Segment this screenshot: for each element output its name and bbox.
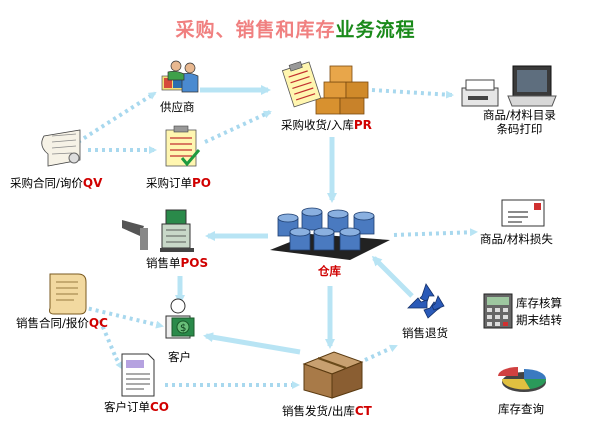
purchase-receipt-label: 采购收货/入库PR — [281, 118, 372, 132]
warehouse-label: 仓库 — [318, 264, 341, 278]
sales-contract-node[interactable] — [44, 270, 90, 320]
recycle-arrows-icon — [407, 283, 445, 319]
sales-return-label: 销售退货 — [402, 326, 448, 340]
catalog-line1: 商品/材料目录 — [483, 108, 556, 122]
purchase-receipt-text: 采购收货/入库 — [281, 118, 354, 132]
purchase-contract-text: 采购合同/询价 — [10, 176, 83, 190]
purchase-receipt-node[interactable] — [280, 60, 372, 120]
supplier-node[interactable] — [160, 58, 204, 102]
warehouse-node[interactable] — [266, 206, 394, 272]
inventory-check-line2: 期末结转 — [516, 313, 562, 327]
people-icon — [161, 60, 199, 93]
sales-contract-label: 销售合同/报价QC — [16, 316, 108, 330]
pos-node[interactable] — [120, 208, 202, 258]
title-part2: 业务流程 — [335, 19, 416, 41]
shipment-label: 销售发货/出库CT — [282, 404, 372, 418]
pie-chart-icon — [498, 367, 547, 392]
catalog-node[interactable] — [458, 62, 558, 116]
clipboard-check-icon — [165, 125, 201, 167]
inventory-check-line1: 库存核算 — [516, 296, 562, 310]
catalog-label: 商品/材料目录 条码打印 — [483, 108, 556, 136]
inventory-query-label: 库存查询 — [498, 402, 544, 416]
shipping-box-icon — [302, 351, 364, 399]
shipment-text: 销售发货/出库 — [282, 404, 355, 418]
calculator-icon — [483, 293, 513, 329]
sales-contract-code: QC — [88, 316, 108, 330]
catalog-line2: 条码打印 — [496, 122, 543, 136]
customer-node[interactable]: $ — [164, 298, 200, 348]
pos-text: 销售单 — [146, 256, 181, 270]
contract-scroll-icon — [41, 129, 81, 167]
customer-order-label: 客户订单CO — [104, 400, 169, 414]
supplier-label: 供应商 — [160, 100, 195, 114]
sales-contract-text: 销售合同/报价 — [16, 316, 89, 330]
purchase-order-text: 采购订单 — [146, 176, 192, 190]
purchase-contract-code: QV — [82, 176, 103, 190]
customer-order-node[interactable] — [118, 352, 158, 402]
diagram-title: 采购、销售和库存业务流程 — [0, 15, 591, 42]
inventory-check-node[interactable] — [482, 292, 516, 336]
purchase-contract-label: 采购合同/询价QV — [10, 176, 102, 190]
loss-node[interactable] — [500, 198, 546, 232]
order-document-icon — [121, 353, 155, 397]
computer-printer-icon — [461, 65, 557, 107]
arrow-shipment-to-customer — [203, 332, 301, 355]
pos-code: POS — [180, 256, 209, 270]
purchase-order-node[interactable] — [160, 124, 204, 174]
pos-label: 销售单POS — [146, 256, 208, 270]
shipment-code: CT — [354, 404, 372, 418]
inventory-query-node[interactable] — [494, 362, 550, 400]
sales-return-node[interactable] — [404, 282, 448, 326]
purchase-receipt-code: PR — [353, 118, 372, 132]
loss-label: 商品/材料损失 — [480, 232, 553, 246]
arrow-return-to-warehouse — [371, 255, 414, 298]
customer-money-icon: $ — [165, 298, 195, 339]
customer-label: 客户 — [168, 350, 191, 364]
title-part1: 采购、销售和库存 — [175, 19, 336, 41]
pos-terminal-icon — [122, 209, 194, 252]
purchase-order-code: PO — [192, 176, 211, 190]
customer-order-text: 客户订单 — [104, 400, 150, 414]
purchase-order-label: 采购订单PO — [146, 176, 211, 190]
parchment-scroll-icon — [49, 273, 87, 315]
boxes-clipboard-icon — [281, 61, 369, 115]
inventory-check-label: 库存核算 期末结转 — [516, 296, 562, 327]
purchase-contract-node[interactable] — [38, 126, 88, 174]
svg-text:$: $ — [180, 323, 186, 334]
customer-order-code: CO — [150, 400, 170, 414]
database-cylinders-icon — [270, 207, 390, 260]
shipment-node[interactable] — [300, 346, 366, 404]
envelope-icon — [501, 199, 545, 227]
